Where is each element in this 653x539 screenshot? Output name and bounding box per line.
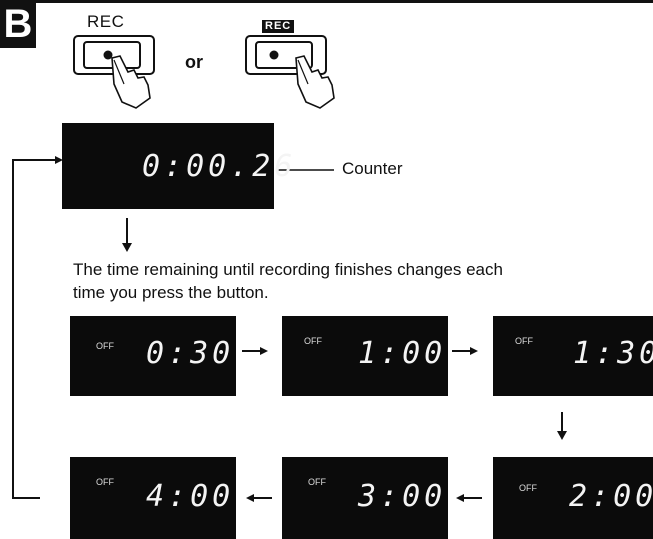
rec-button-right xyxy=(246,36,326,74)
timer-value: 0:30 xyxy=(146,336,234,371)
timer-display: OFF 1:00 xyxy=(282,316,448,396)
counter-value: 0:00.26 xyxy=(142,149,296,184)
off-indicator: OFF xyxy=(515,336,533,346)
timer-display: OFF 4:00 xyxy=(70,457,236,539)
off-indicator: OFF xyxy=(308,477,326,487)
off-indicator: OFF xyxy=(96,477,114,487)
timer-value: 4:00 xyxy=(146,479,234,514)
timer-value: 3:00 xyxy=(358,479,446,514)
description-line-2: time you press the button. xyxy=(73,281,269,304)
timer-display: OFF 1:30 xyxy=(493,316,653,396)
loop-line xyxy=(13,160,57,498)
description-line-1: The time remaining until recording finis… xyxy=(73,258,503,281)
timer-value: 1:30 xyxy=(573,336,653,371)
timer-value: 1:00 xyxy=(358,336,446,371)
timer-display: OFF 2:00 xyxy=(493,457,653,539)
timer-display: OFF 0:30 xyxy=(70,316,236,396)
timer-display: OFF 3:00 xyxy=(282,457,448,539)
counter-display: 0:00.26 xyxy=(62,123,274,209)
off-indicator: OFF xyxy=(96,341,114,351)
off-indicator: OFF xyxy=(519,483,537,493)
counter-label: Counter xyxy=(342,159,402,179)
timer-value: 2:00 xyxy=(569,479,653,514)
off-indicator: OFF xyxy=(304,336,322,346)
